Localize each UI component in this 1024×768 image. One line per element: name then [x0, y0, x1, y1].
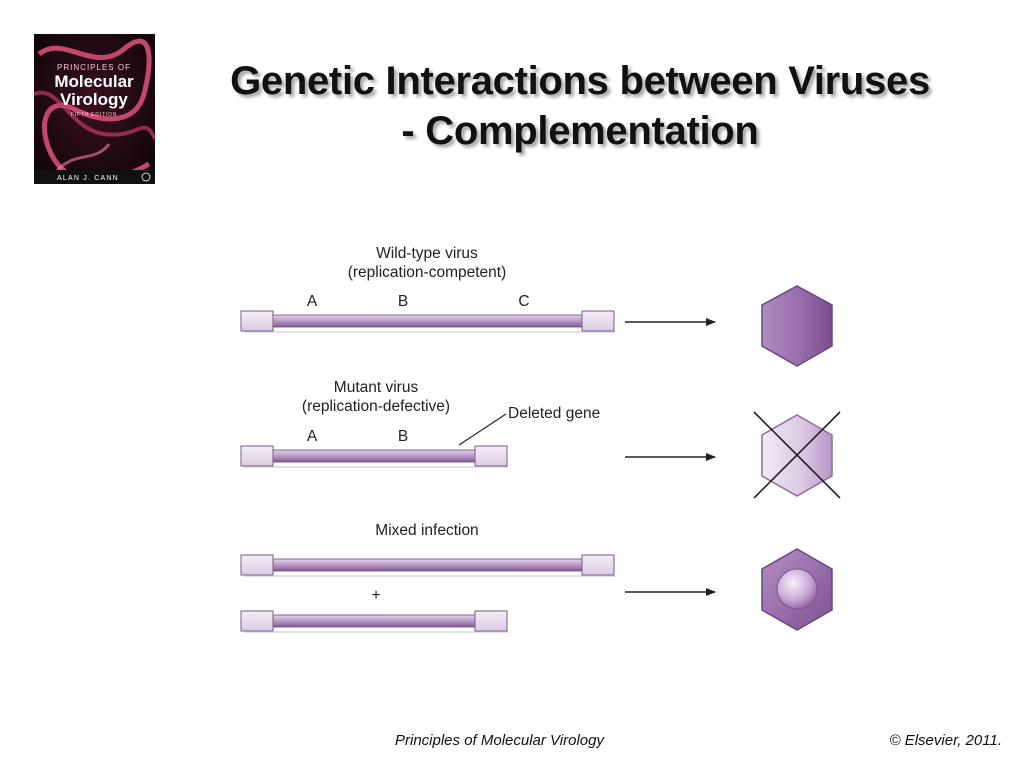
book-cover-line3: Virology	[60, 90, 128, 109]
wildtype-gene-a: A	[307, 293, 318, 310]
genome-end-left	[240, 554, 274, 576]
wildtype-label-line1: Wild-type virus	[376, 245, 478, 262]
mixed-plus-sign: +	[371, 587, 380, 604]
wildtype-genome	[240, 310, 615, 333]
footer-book-title: Principles of Molecular Virology	[395, 732, 604, 749]
mutant-genome	[240, 445, 508, 468]
wildtype-virion-capsid	[761, 285, 833, 367]
book-cover-line1: PRINCIPLES OF	[57, 63, 131, 72]
slide-title: Genetic Interactions between Viruses - C…	[160, 56, 1000, 156]
genome-end-left	[240, 310, 274, 332]
genome-end-left	[240, 445, 274, 467]
genome-end-right	[581, 310, 615, 332]
mutant-gene-b: B	[398, 428, 408, 445]
slide-title-line2: - Complementation	[401, 109, 759, 153]
deleted-gene-pointer	[458, 413, 507, 446]
footer-copyright: © Elsevier, 2011.	[889, 732, 1003, 749]
mixed-genome-wildtype	[240, 554, 615, 577]
wildtype-gene-c: C	[518, 293, 529, 310]
mixed-virion-core	[776, 568, 818, 610]
deleted-gene-label: Deleted gene	[508, 405, 600, 422]
wildtype-label-line2: (replication-competent)	[348, 264, 507, 281]
cross-out-line-2	[753, 411, 841, 499]
book-cover-line2: Molecular	[54, 72, 134, 91]
genome-end-right	[474, 610, 508, 632]
genome-end-left	[240, 610, 274, 632]
wildtype-gene-b: B	[398, 293, 408, 310]
book-cover-edition: FIFTH EDITION	[71, 112, 117, 118]
mutant-label-line2: (replication-defective)	[302, 398, 450, 415]
mixed-genome-mutant	[240, 610, 508, 633]
slide-title-line1: Genetic Interactions between Viruses	[230, 59, 930, 103]
publisher-logo-icon	[141, 172, 151, 182]
book-cover-image: PRINCIPLES OF Molecular Virology FIFTH E…	[34, 34, 155, 184]
genome-end-right	[581, 554, 615, 576]
mutant-label-line1: Mutant virus	[334, 379, 419, 396]
mutant-gene-a: A	[307, 428, 318, 445]
genome-end-right	[474, 445, 508, 467]
mixed-infection-label: Mixed infection	[375, 522, 478, 539]
book-cover-author: ALAN J. CANN	[57, 175, 119, 182]
